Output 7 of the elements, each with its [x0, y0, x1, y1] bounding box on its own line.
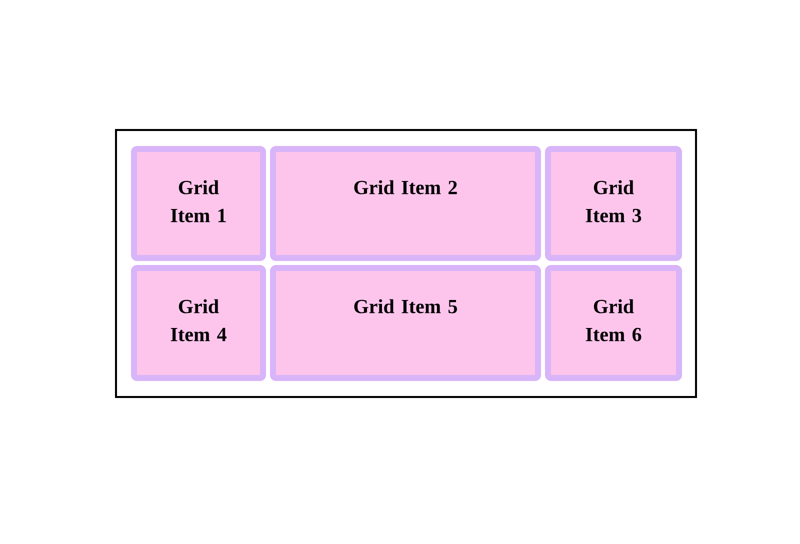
grid-item: Grid Item 4: [131, 265, 266, 381]
grid-item: Grid Item 3: [545, 146, 682, 261]
grid-item: Grid Item 2: [270, 146, 541, 261]
grid-item: Grid Item 1: [131, 146, 266, 261]
grid-item: Grid Item 5: [270, 265, 541, 381]
grid-container: [115, 129, 697, 398]
grid-item: Grid Item 6: [545, 265, 682, 381]
